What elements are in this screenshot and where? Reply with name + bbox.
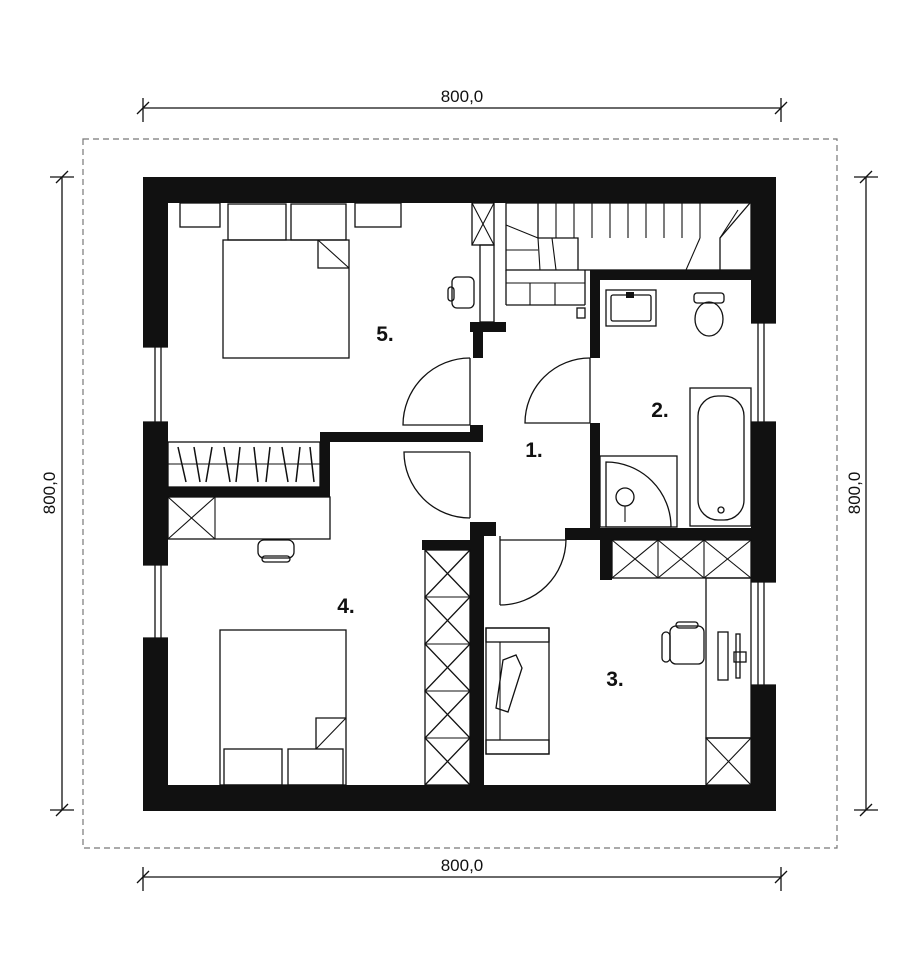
dimension-bottom: 800,0 <box>136 856 788 891</box>
bed-double-room5 <box>222 203 350 359</box>
bed-room4 <box>219 629 347 786</box>
door-room3 <box>499 536 567 606</box>
dimension-top: 800,0 <box>136 87 788 122</box>
dimension-top-label: 800,0 <box>441 87 484 106</box>
staircase <box>505 202 752 319</box>
chair-room4 <box>257 539 295 563</box>
bathtub <box>689 387 752 527</box>
washbasin <box>605 289 657 327</box>
desk-room3 <box>705 577 752 786</box>
dimension-right: 800,0 <box>845 170 878 817</box>
wardrobe-room3 <box>611 539 752 579</box>
door-room5 <box>402 357 471 426</box>
wardrobe-room4 <box>424 549 471 786</box>
window-left-upper <box>143 346 168 423</box>
toilet <box>693 292 725 337</box>
dimension-bottom-label: 800,0 <box>441 856 484 875</box>
chair-room3 <box>661 621 705 665</box>
room-label-2: 2. <box>651 399 669 422</box>
dimension-left-label: 800,0 <box>40 472 59 515</box>
dimension-right-label: 800,0 <box>845 472 864 515</box>
window-right-lower <box>751 581 776 686</box>
window-right-upper <box>751 322 776 423</box>
dimension-left: 800,0 <box>40 170 74 817</box>
chair-room5 <box>447 276 475 309</box>
door-room4 <box>403 451 471 519</box>
desk-room4 <box>167 496 331 540</box>
shower <box>599 455 678 528</box>
cabinet-hall <box>471 202 495 323</box>
interior-walls <box>168 270 776 787</box>
closet-hanging-room4 <box>167 441 321 488</box>
nightstands-room5 <box>179 202 402 228</box>
room-label-3: 3. <box>606 668 624 691</box>
door-bathroom <box>524 357 591 424</box>
room-label-4: 4. <box>337 595 355 618</box>
window-left-lower <box>143 564 168 639</box>
sofa-room3 <box>485 627 550 755</box>
exterior-walls <box>143 177 776 811</box>
room-label-5: 5. <box>376 323 394 346</box>
room-label-1: 1. <box>525 439 543 462</box>
plot-boundary <box>82 138 838 849</box>
